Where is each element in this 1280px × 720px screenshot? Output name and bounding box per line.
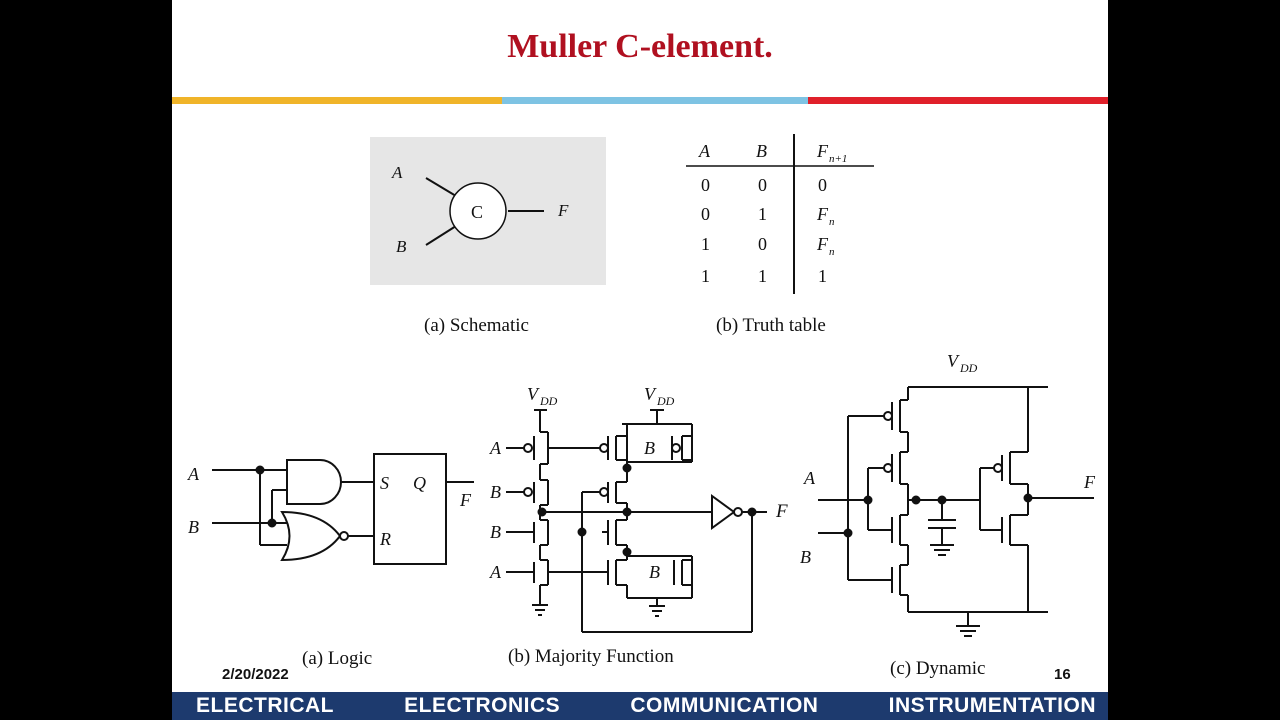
schematic-input-b: B <box>396 237 407 256</box>
footer-item: COMMUNICATION <box>630 694 819 717</box>
tt-cell-sub: n <box>829 246 835 258</box>
maj-vdd-2: V <box>644 384 657 404</box>
caption-truth-table: (b) Truth table <box>716 315 826 336</box>
schematic: A B C F <box>370 137 606 285</box>
maj-input-b-nmos: B <box>649 562 660 582</box>
tt-cell: 1 <box>701 266 710 286</box>
schematic-gate-label: C <box>471 202 483 222</box>
dyn-input-b: B <box>800 547 811 567</box>
schematic-output-f: F <box>557 201 569 220</box>
schematic-input-a: A <box>391 163 403 182</box>
tt-cell-sub: n <box>829 216 835 228</box>
truth-table: A B F n+1 0 0 0 0 1 F n 1 0 F n 1 1 1 <box>686 134 874 294</box>
maj-input-b-bottom: B <box>490 522 501 542</box>
tt-cell: 1 <box>701 234 710 254</box>
tt-cell: 1 <box>758 204 767 224</box>
dyn-vdd-sub: DD <box>959 361 978 375</box>
diagram-canvas: A B C F A B F n+1 0 0 0 0 1 F n 1 0 F n … <box>187 134 1096 637</box>
slide-date: 2/20/2022 <box>222 666 289 683</box>
tt-cell: F <box>816 204 829 224</box>
latch-s: S <box>380 473 389 493</box>
tt-cell: 1 <box>818 266 827 286</box>
dyn-vdd: V <box>947 351 960 371</box>
tt-cell: 0 <box>758 234 767 254</box>
maj-input-b-pmos: B <box>644 438 655 458</box>
majority-diagram: V DD V DD <box>489 384 788 633</box>
footer-item: ELECTRICAL <box>196 694 334 717</box>
caption-majority: (b) Majority Function <box>508 646 674 667</box>
footer-item: ELECTRONICS <box>404 694 561 717</box>
latch-q: Q <box>413 473 426 493</box>
dynamic-diagram: V DD <box>800 351 1096 637</box>
accent-bar-blue <box>502 97 808 104</box>
tt-header-f-sub: n+1 <box>829 153 847 165</box>
maj-input-a-top: A <box>489 438 502 458</box>
logic-input-b: B <box>188 517 199 537</box>
tt-cell: 0 <box>701 175 710 195</box>
maj-vdd-2-sub: DD <box>656 394 675 408</box>
accent-bar-red <box>808 97 1108 104</box>
maj-input-a-bottom: A <box>489 562 502 582</box>
tt-cell: 1 <box>758 266 767 286</box>
logic-input-a: A <box>187 464 200 484</box>
caption-dynamic: (c) Dynamic <box>890 658 986 679</box>
maj-output-f: F <box>775 501 788 522</box>
logic-diagram: A B S Q R F <box>187 453 474 565</box>
caption-schematic: (a) Schematic <box>424 315 529 336</box>
tt-cell: 0 <box>701 204 710 224</box>
tt-header-f: F <box>816 141 829 161</box>
dyn-output-f: F <box>1083 472 1096 492</box>
slide-title: Muller C-element. <box>507 28 773 65</box>
dyn-input-a: A <box>803 468 816 488</box>
maj-vdd-1-sub: DD <box>539 394 558 408</box>
tt-cell: 0 <box>818 175 827 195</box>
slide: Muller C-element. A B C F A B F n+1 0 0 … <box>172 0 1108 720</box>
caption-logic: (a) Logic <box>302 648 373 669</box>
footer-bar: ELECTRICAL ELECTRONICS COMMUNICATION INS… <box>172 692 1108 720</box>
tt-cell: 0 <box>758 175 767 195</box>
tt-header-b: B <box>756 141 767 161</box>
latch-r: R <box>379 529 391 549</box>
accent-bar-orange <box>172 97 502 104</box>
page-number: 16 <box>1054 666 1071 683</box>
footer-item: INSTRUMENTATION <box>888 694 1096 717</box>
maj-input-b-top: B <box>490 482 501 502</box>
tt-cell: F <box>816 234 829 254</box>
logic-output-f: F <box>459 490 472 510</box>
maj-vdd-1: V <box>527 384 540 404</box>
tt-header-a: A <box>698 141 711 161</box>
